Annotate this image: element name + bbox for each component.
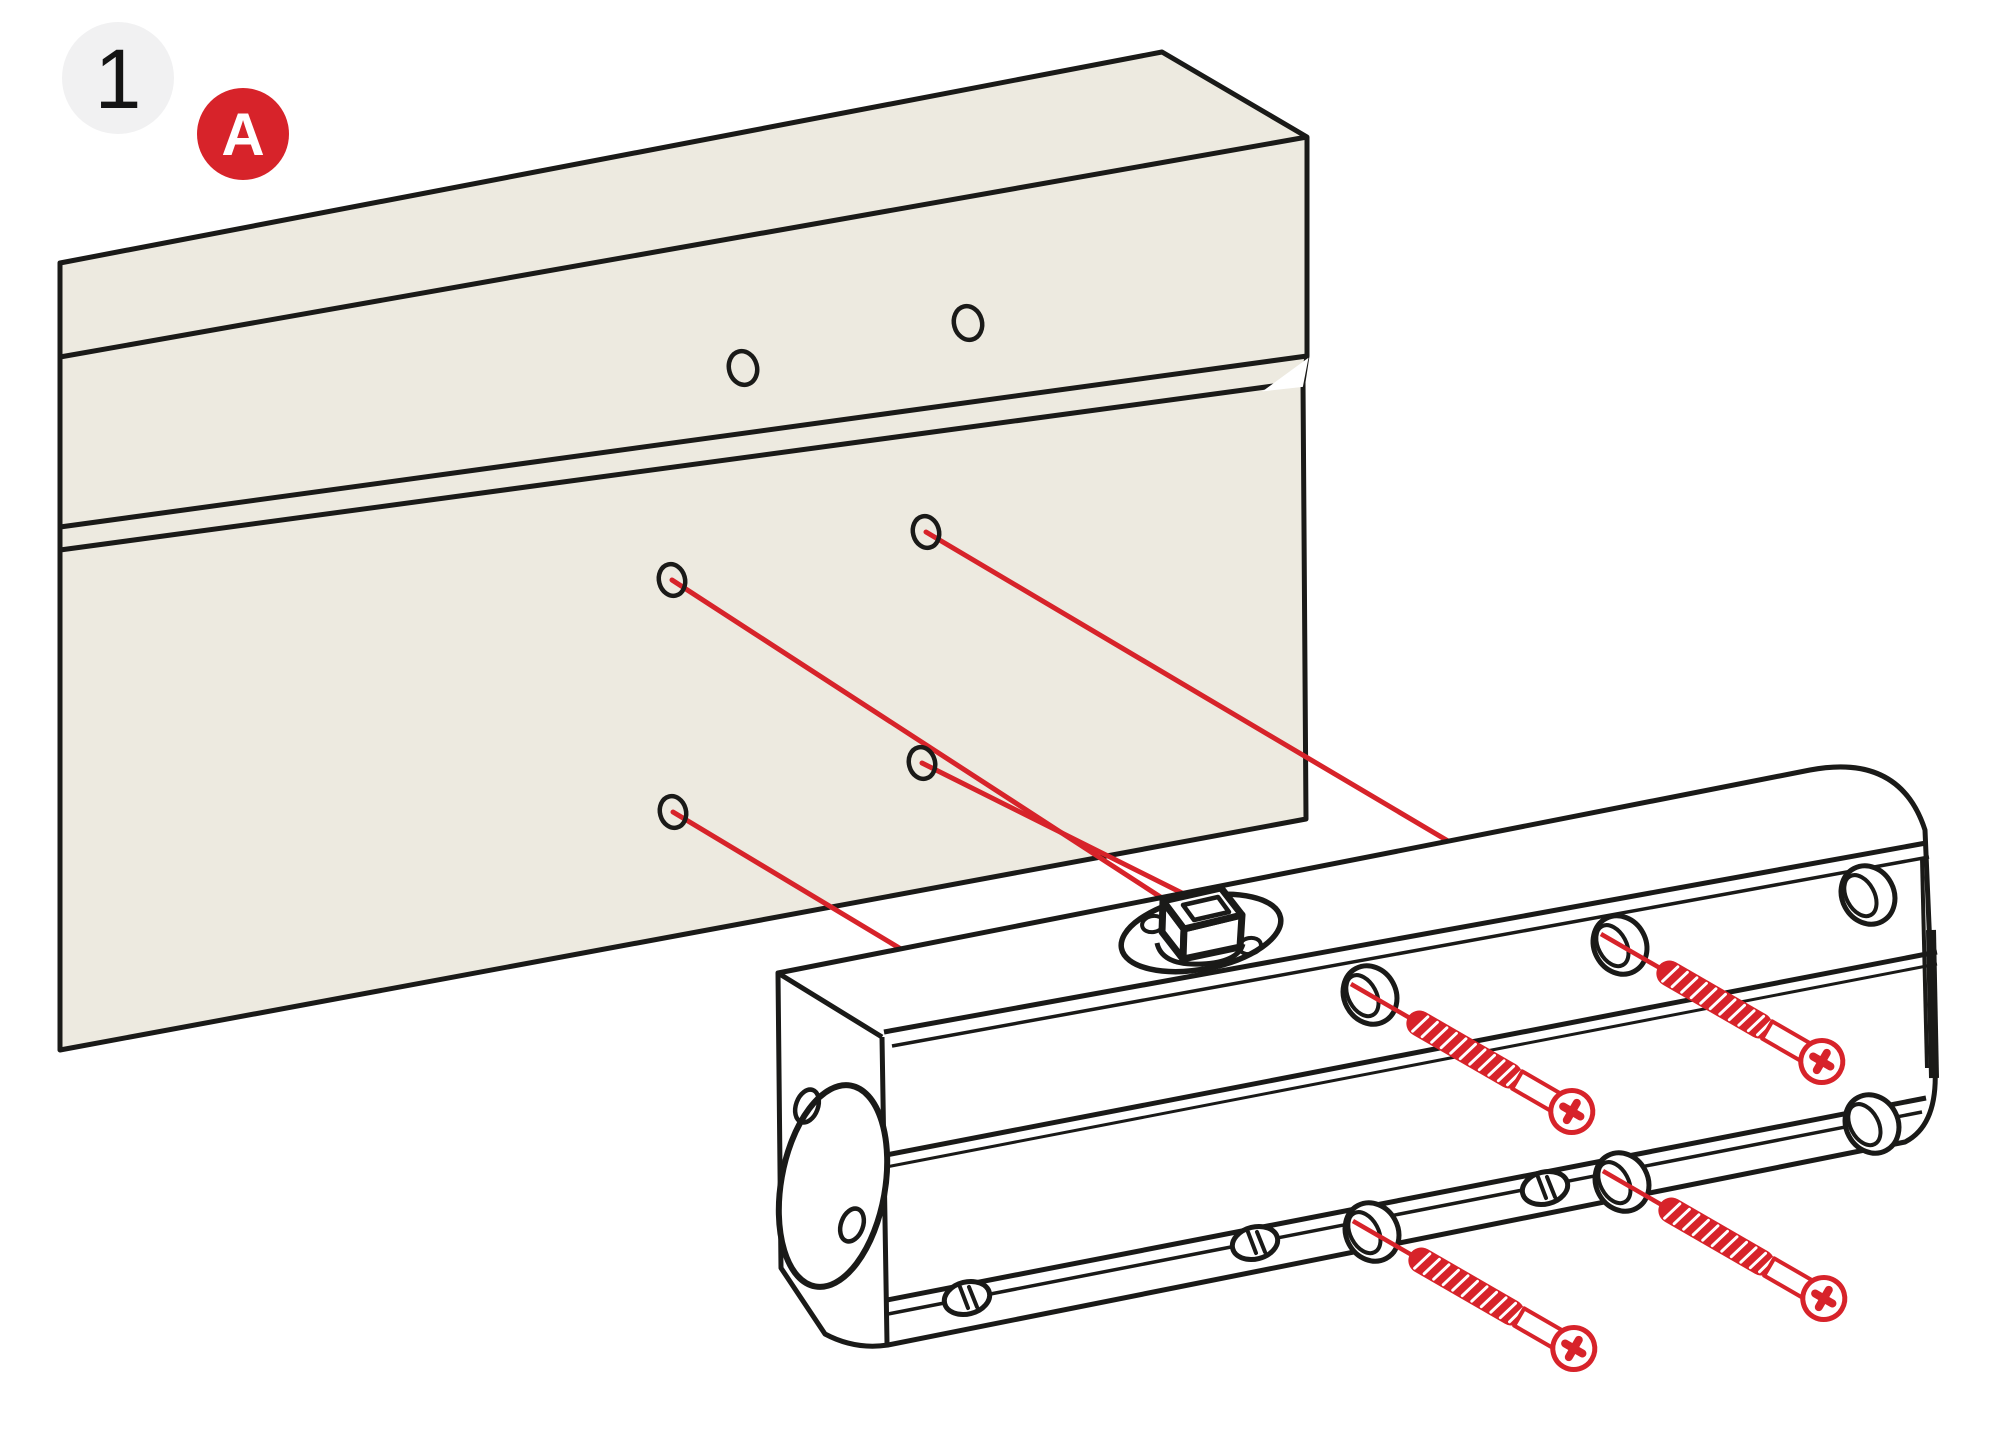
door-and-frame-panel [57,49,1451,1053]
leader-line-bottom-right [919,760,1189,898]
frame-bottom-edge [59,353,1308,530]
end-plate-hole [792,1087,822,1125]
part-letter: A [221,101,264,168]
leader-line-top-right [923,529,1451,844]
door-pilot-hole [906,744,938,782]
door-hole-leader-lines [669,529,1451,952]
leader-line-top-left [669,577,1165,901]
door-pilot-hole [656,561,688,599]
panel-silhouette [57,49,1310,1053]
step-badge-circle [62,22,174,134]
step-badge: 1 [62,22,174,134]
frame-pilot-hole [726,348,760,388]
spindle-socket [1180,894,1232,923]
door-closer-body [775,764,1939,1349]
closer-end-plate [775,1082,891,1290]
door-top-edge [59,379,1304,553]
frame-pilot-hole [951,303,985,343]
gap-notch [1262,357,1309,392]
door-pilot-hole [910,513,942,551]
frame-top-arris-line [59,134,1308,360]
end-plate-hole [837,1206,867,1244]
door-pilot-hole [657,793,689,831]
part-badge-circle [197,88,289,180]
step-number: 1 [95,32,142,126]
pinion-spindle-icon [1118,884,1284,975]
part-a-badge: A [197,88,289,180]
closer-silhouette [775,764,1938,1349]
leader-line-bottom-left [670,809,904,952]
